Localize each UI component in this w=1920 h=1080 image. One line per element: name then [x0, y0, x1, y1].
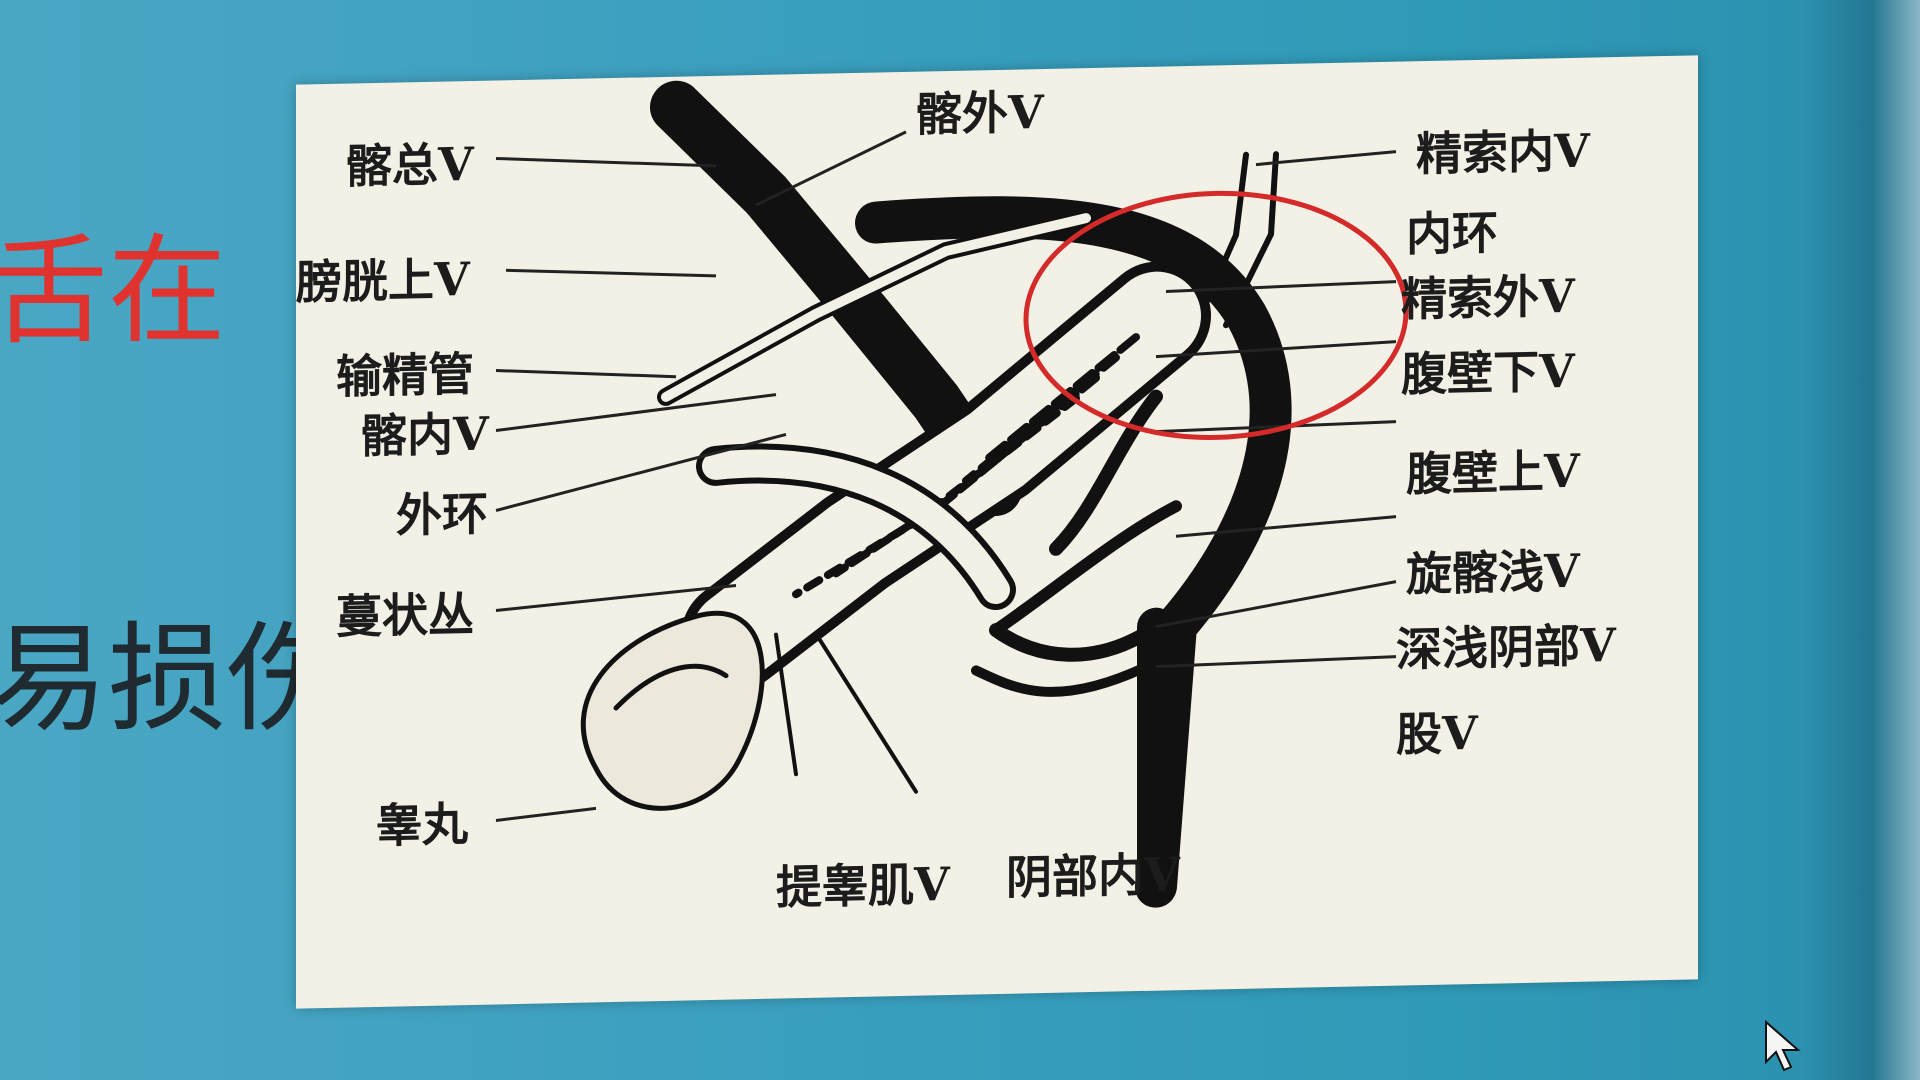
- label-internal-ring: 内环: [1406, 205, 1498, 262]
- slide-text-fragment-bottom: 易损伤: [0, 610, 345, 748]
- label-vas-deferens: 输精管: [336, 346, 474, 404]
- monitor-bezel-edge: [1800, 0, 1920, 1080]
- slide-text-fragment-top: 舌在: [0, 222, 227, 360]
- label-superior-epigastric-vein: 腹壁上V: [1406, 443, 1580, 502]
- internal-spermatic-vein-shape: [1193, 151, 1249, 329]
- superficial-epigastric-vein-shape: [1049, 389, 1163, 556]
- label-internal-spermatic-vein: 精索内V: [1416, 123, 1590, 182]
- anatomy-figure-panel: 髂总V 膀胱上V 输精管 髂内V 外环 蔓状丛 睾丸 髂外V 精索内V 内环 精…: [296, 55, 1698, 1009]
- label-superior-vesical-vein: 膀胱上V: [296, 252, 470, 310]
- highlight-circle: [1023, 190, 1409, 440]
- label-superficial-circumflex-iliac-vein: 旋髂浅V: [1406, 543, 1580, 602]
- label-internal-pudendal-vein: 阴部内V: [1006, 847, 1180, 905]
- label-testis: 睾丸: [376, 797, 468, 854]
- vein-anatomy-diagram: [495, 80, 1409, 908]
- label-common-iliac-vein: 髂总V: [346, 136, 474, 194]
- label-external-ring: 外环: [396, 486, 488, 543]
- label-external-spermatic-vein: 精索外V: [1401, 268, 1575, 327]
- mouse-pointer-icon: [1765, 1020, 1801, 1072]
- label-external-iliac-vein: 髂外V: [916, 85, 1044, 142]
- internal-pudendal-vein-shape: [814, 631, 918, 794]
- superficial-circumflex-vein-shape: [990, 500, 1182, 637]
- label-femoral-vein: 股V: [1396, 705, 1478, 762]
- label-pampiniform-plexus: 蔓状丛: [336, 586, 474, 644]
- label-deep-superficial-pudendal-vein: 深浅阴部V: [1396, 618, 1616, 677]
- label-internal-iliac-vein: 髂内V: [361, 406, 489, 464]
- external-iliac-arch-shape: [855, 196, 1292, 908]
- pudendal-veins-shape: [989, 619, 1163, 662]
- label-cremasteric-vein: 提睾肌V: [776, 856, 950, 915]
- testis-shape: [581, 610, 765, 811]
- label-inferior-epigastric-vein: 腹壁下V: [1401, 343, 1575, 402]
- cremasteric-vein-shape: [774, 632, 798, 777]
